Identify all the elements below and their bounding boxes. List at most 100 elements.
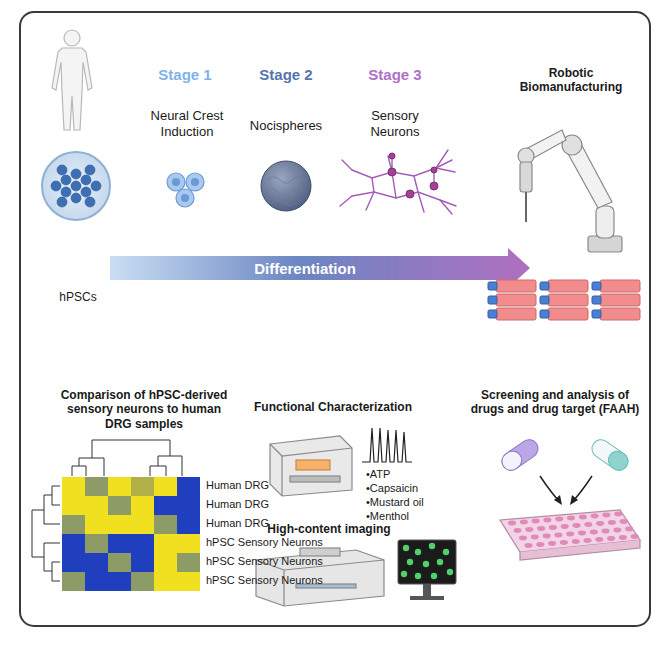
row-label: Human DRG: [206, 498, 346, 511]
section-heading: Functional Characterization: [248, 400, 418, 414]
heatmap-cell: [85, 496, 108, 515]
stage-caption: Sensory Neurons: [348, 108, 442, 139]
plate-well: [631, 534, 639, 539]
flask-cap: [592, 282, 601, 290]
stage-caption: Nocispheres: [236, 118, 336, 134]
plate-well: [520, 520, 528, 525]
heatmap-cell: [177, 572, 200, 591]
stem-cell: [57, 197, 67, 207]
imaged-cell: [401, 571, 407, 577]
imaged-cell: [431, 573, 437, 579]
plate-well: [525, 527, 533, 532]
plate-well: [525, 543, 533, 548]
plate-well: [514, 528, 522, 533]
plate-well: [607, 536, 615, 541]
stage-caption: Neural Crest Induction: [130, 108, 244, 139]
imaged-cell: [415, 549, 421, 555]
stem-cell: [85, 197, 95, 207]
plate-well: [602, 529, 610, 534]
plate-well: [560, 540, 568, 545]
heatmap-cell: [177, 515, 200, 534]
plate-well: [590, 530, 598, 535]
plate-well: [602, 513, 610, 518]
stem-cell: [85, 165, 95, 175]
imaged-cell: [429, 543, 435, 549]
section-heading: Comparison of hPSC-derived sensory neuro…: [54, 388, 234, 431]
heatmap-cell: [154, 553, 177, 572]
heatmap-cell: [108, 496, 131, 515]
heatmap-cell: [62, 496, 85, 515]
section-heading: High-content imaging: [254, 522, 404, 536]
plate-well: [579, 515, 587, 520]
heatmap-cell: [62, 515, 85, 534]
plate-well: [549, 525, 557, 530]
stem-cell: [57, 165, 67, 175]
plate-well: [536, 542, 544, 547]
stimulus-item: •Menthol: [366, 510, 456, 523]
heatmap-cell: [154, 496, 177, 515]
stimulus-item: •Capsaicin: [366, 482, 456, 495]
plate-well: [531, 535, 539, 540]
plate-well: [619, 535, 627, 540]
heatmap-cell: [177, 496, 200, 515]
heatmap-cell: [62, 534, 85, 553]
plate-well: [620, 519, 628, 524]
heatmap-cell: [131, 553, 154, 572]
heatmap-cell: [85, 572, 108, 591]
plate-well: [613, 528, 621, 533]
row-label: Human DRG: [206, 479, 346, 492]
imaged-cell: [443, 549, 449, 555]
stem-cell: [71, 169, 81, 179]
plate-well: [578, 531, 586, 536]
heatmap-cell: [85, 534, 108, 553]
heatmap-cell: [62, 553, 85, 572]
heatmap-cell: [108, 534, 131, 553]
imaged-cell: [415, 573, 421, 579]
heatmap-cell: [62, 572, 85, 591]
heatmap-cell: [131, 572, 154, 591]
flask-cap: [540, 296, 549, 304]
plate-well: [519, 536, 527, 541]
plate-well: [561, 524, 569, 529]
heatmap-cell: [108, 553, 131, 572]
plate-well: [573, 523, 581, 528]
culture-flask: [496, 294, 536, 306]
heatmap-cell: [154, 515, 177, 534]
heatmap-cell: [131, 515, 154, 534]
process-arrow: Differentiation: [140, 256, 470, 280]
heatmap-cell: [154, 572, 177, 591]
culture-flask: [600, 280, 640, 292]
plate-well: [543, 518, 551, 523]
imaged-cell: [423, 561, 429, 567]
flask-cap: [488, 282, 497, 290]
culture-flask: [496, 280, 536, 292]
stage-label: Stage 3: [360, 66, 430, 84]
heatmap-cell: [108, 477, 131, 496]
culture-flask: [600, 294, 640, 306]
flask-cap: [592, 296, 601, 304]
culture-flask: [548, 280, 588, 292]
stem-cell: [81, 187, 91, 197]
stem-cell: [61, 187, 71, 197]
section-heading: Screening and analysis of drugs and drug…: [470, 388, 640, 417]
culture-flask: [548, 294, 588, 306]
plate-well: [614, 512, 622, 517]
arrow-label: Differentiation: [254, 260, 356, 277]
imaged-cell: [437, 559, 443, 565]
plate-well: [543, 534, 551, 539]
heatmap-cell: [62, 477, 85, 496]
stem-cell: [71, 181, 81, 191]
flask-cap: [540, 282, 549, 290]
heatmap-cell: [85, 477, 108, 496]
heatmap-cell: [85, 553, 108, 572]
culture-flask: [600, 308, 640, 320]
plate-well: [591, 514, 599, 519]
plate-well: [572, 539, 580, 544]
flask-cap: [488, 296, 497, 304]
heatmap-cell: [131, 477, 154, 496]
plate-well: [566, 532, 574, 537]
heatmap-cell: [108, 515, 131, 534]
culture-flask: [548, 308, 588, 320]
